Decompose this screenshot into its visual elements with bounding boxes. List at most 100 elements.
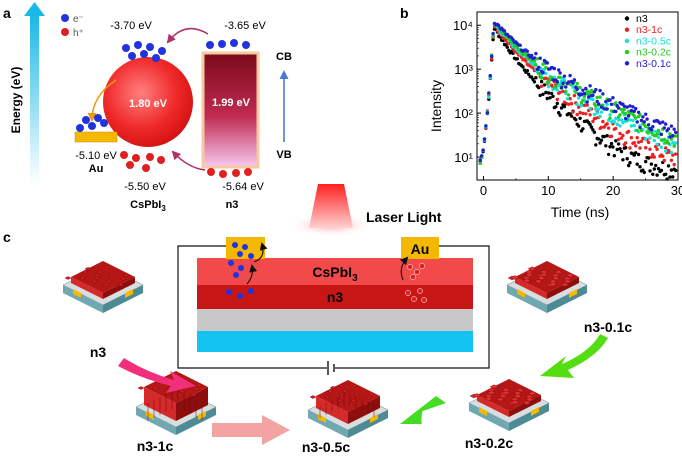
laser-beam: [309, 184, 353, 228]
plot-points: [478, 21, 678, 181]
data-point: [611, 96, 615, 100]
n3-layer-label: n3: [327, 289, 344, 305]
data-point: [478, 158, 482, 162]
data-point: [638, 146, 642, 150]
film-grain: [122, 273, 130, 278]
film-grain: [324, 395, 332, 399]
film-grain: [96, 270, 104, 274]
legend-entry: n3-0.5c: [636, 35, 671, 47]
data-point: [646, 156, 651, 160]
data-point: [598, 114, 602, 119]
film-grain: [353, 392, 361, 397]
data-point: [645, 117, 649, 121]
device-label-n3-0.5c: n3-0.5c: [302, 439, 350, 455]
film-grain: [489, 384, 499, 389]
film-grain: [554, 269, 563, 275]
data-point: [618, 124, 622, 128]
data-point: [616, 137, 621, 142]
data-point: [624, 112, 628, 116]
data-point: [664, 122, 668, 126]
data-point: [555, 88, 559, 92]
y-tick-label: 10¹: [454, 150, 473, 165]
data-point: [598, 95, 602, 99]
data-point: [668, 175, 672, 179]
data-point: [497, 24, 501, 28]
film-grain: [510, 275, 520, 280]
gray-layer: [197, 309, 473, 331]
data-point: [488, 74, 492, 78]
data-point: [555, 79, 559, 84]
cspbi3-cb-energy: -3.70 eV: [110, 20, 152, 32]
data-point: [651, 125, 655, 129]
data-point: [575, 81, 579, 86]
data-point: [596, 102, 601, 106]
data-point: [575, 102, 579, 107]
data-point: [644, 159, 648, 164]
data-point: [557, 111, 561, 115]
data-point: [614, 109, 618, 114]
data-point: [602, 134, 606, 139]
device-label-n3-0.1c: n3-0.1c: [584, 319, 632, 335]
data-point: [662, 137, 666, 142]
data-point: [554, 105, 558, 109]
x-tick-label: 10: [541, 183, 555, 198]
data-point: [669, 124, 674, 128]
legend-entry: n3-0.1c: [636, 58, 671, 70]
data-point: [619, 136, 624, 140]
data-point: [534, 62, 538, 67]
data-point: [656, 128, 661, 133]
data-point: [568, 97, 572, 101]
data-point: [655, 142, 659, 146]
data-point: [625, 105, 629, 109]
data-point: [558, 90, 562, 95]
data-point: [591, 93, 595, 98]
data-point: [652, 155, 656, 159]
x-tick-label: 20: [606, 183, 620, 198]
data-point: [601, 92, 605, 96]
data-point: [487, 91, 491, 95]
n3-bandgap: 1.99 eV: [212, 97, 251, 109]
data-point: [544, 71, 548, 76]
panel-b-label: b: [400, 5, 409, 21]
film-grain: [563, 279, 573, 284]
cspbi3-holes: [120, 151, 165, 172]
legend-entry: n3: [636, 13, 648, 25]
electron-to-au-arrow-c: [253, 242, 268, 263]
data-point: [655, 173, 659, 177]
data-point: [625, 157, 629, 161]
data-point: [626, 114, 631, 118]
data-point: [524, 59, 528, 63]
data-point: [624, 145, 628, 150]
data-point: [572, 93, 577, 98]
data-point: [559, 106, 564, 110]
data-point: [515, 57, 519, 61]
data-point: [636, 110, 641, 115]
data-point: [598, 141, 602, 145]
data-point: [595, 99, 599, 104]
data-point: [511, 38, 515, 42]
data-point: [599, 125, 604, 129]
au-pad-label: Au: [411, 241, 430, 257]
data-point: [561, 89, 565, 94]
film-grain: [84, 267, 92, 271]
data-point: [579, 92, 584, 96]
data-point: [587, 95, 591, 99]
data-point: [609, 141, 614, 146]
film-grain: [367, 392, 375, 397]
film-grain: [522, 278, 532, 284]
data-point: [606, 152, 611, 157]
data-point: [487, 95, 491, 99]
data-point: [561, 81, 565, 86]
film-grain: [341, 389, 349, 393]
data-point: [621, 110, 625, 115]
data-point: [594, 87, 598, 92]
data-point: [490, 54, 494, 59]
data-point: [601, 119, 605, 124]
film-grain: [102, 282, 110, 287]
data-point: [622, 107, 626, 112]
data-point: [621, 158, 625, 162]
data-point: [649, 155, 654, 159]
data-point: [558, 71, 562, 75]
film-grain: [195, 383, 203, 388]
